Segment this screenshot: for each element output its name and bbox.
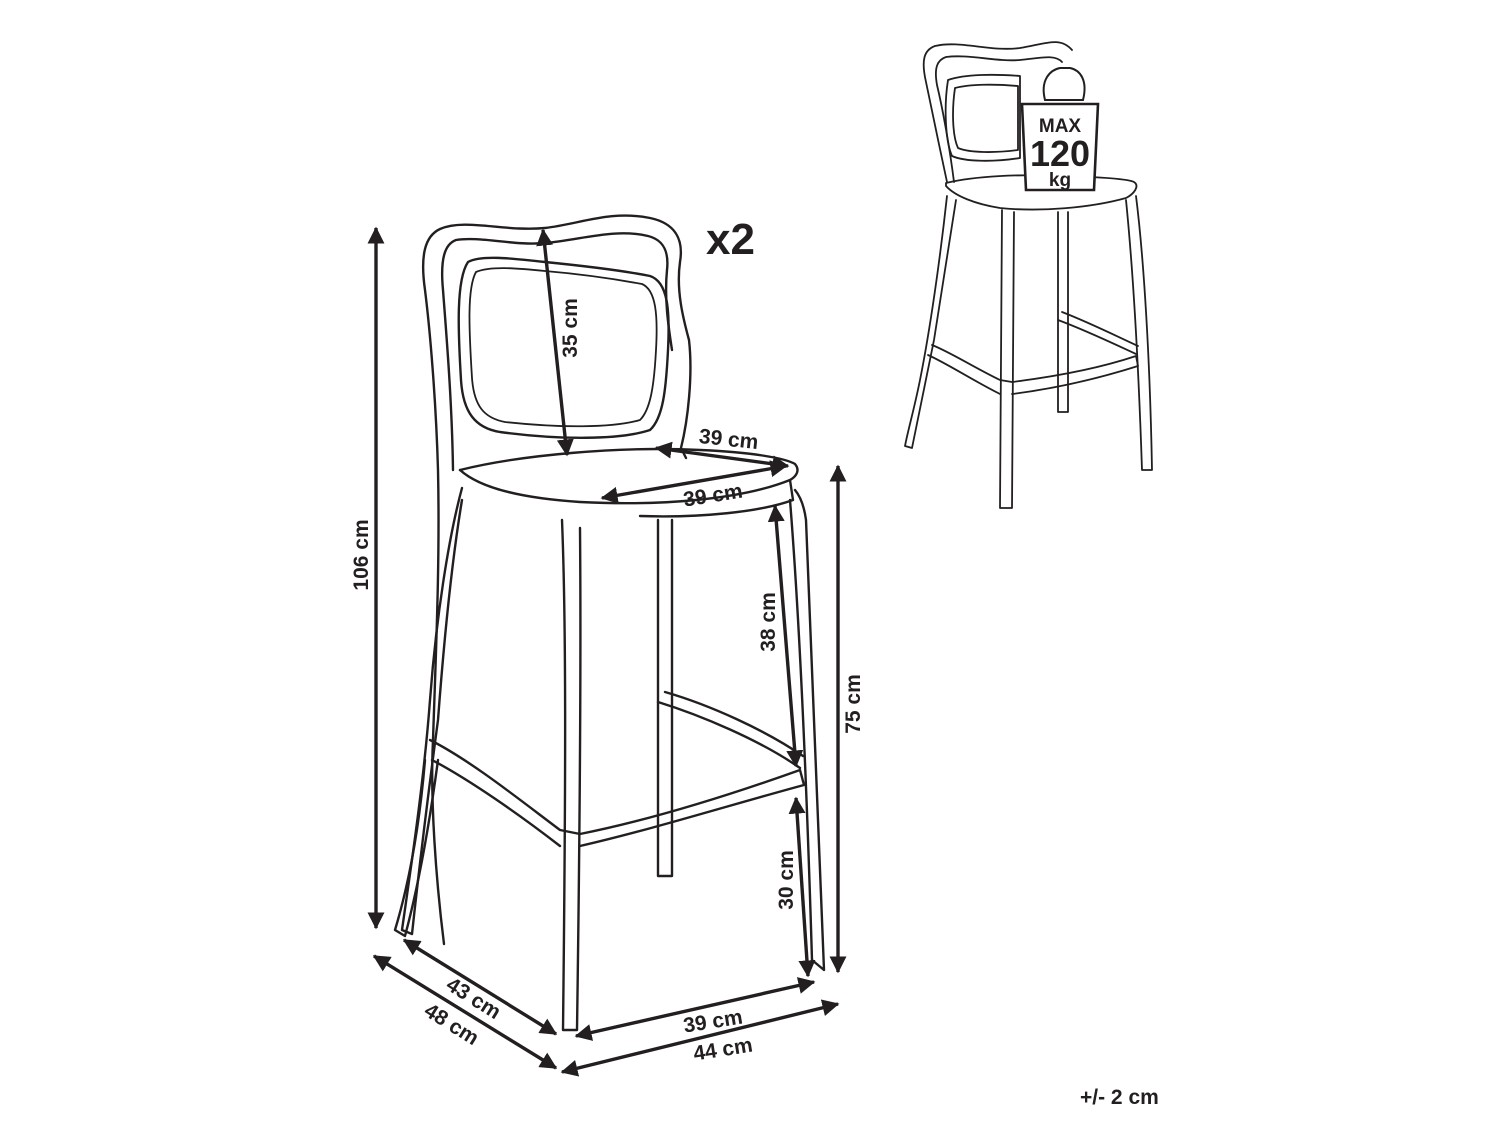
seat-height-label: 75 cm <box>842 674 865 734</box>
total-height-label: 106 cm <box>350 519 373 590</box>
quantity-label: x2 <box>706 215 755 264</box>
seat-to-footrest-label: 38 cm <box>757 592 780 652</box>
backrest-height-label: 35 cm <box>559 298 582 358</box>
seat-to-footrest-arrow <box>767 504 804 768</box>
footrest-height-label: 30 cm <box>775 850 798 910</box>
seat-width-label: 39 cm <box>682 480 744 512</box>
outer-width-arrow <box>560 999 840 1077</box>
tolerance-note: +/- 2 cm <box>1080 1086 1159 1109</box>
backrest-height-arrow <box>536 228 574 457</box>
seat-width-arrow <box>600 460 788 504</box>
dimension-arrows <box>367 226 847 1077</box>
load-capacity-chair <box>904 41 1153 509</box>
dimension-labels: 106 cm 35 cm 39 cm 39 cm 38 cm 75 cm 30 … <box>350 298 865 1065</box>
max-load-weight-icon: MAX 120 kg <box>1020 67 1100 192</box>
weight-unit-label: kg <box>1049 170 1071 191</box>
weight-max-label: MAX <box>1039 116 1082 137</box>
outer-depth-arrow <box>372 954 558 1070</box>
footrest-height-arrow <box>788 796 816 978</box>
weight-value-label: 120 <box>1030 133 1090 174</box>
